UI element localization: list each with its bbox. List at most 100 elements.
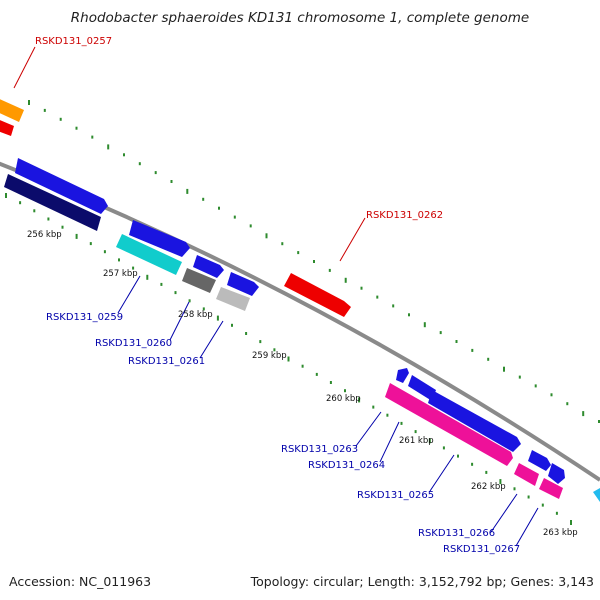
tick-mark — [513, 487, 516, 491]
gene-label-0260[interactable]: RSKD131_0260 — [95, 338, 172, 349]
callout-line-0264 — [379, 421, 400, 463]
gene-label-0263[interactable]: RSKD131_0263 — [281, 444, 358, 455]
tick-mark — [59, 117, 62, 121]
tick-mark — [358, 397, 361, 403]
tick-mark — [527, 495, 530, 499]
callout-line-0262 — [339, 217, 366, 262]
tick-mark — [75, 126, 78, 130]
gene-rskd131-0266[interactable] — [514, 450, 551, 486]
tick-mark — [372, 405, 375, 409]
tick-mark — [297, 251, 300, 255]
kbp-label-258: 258 kbp — [178, 310, 213, 320]
kbp-label-256: 256 kbp — [27, 230, 62, 240]
gene-0258-forward-block[interactable] — [4, 158, 108, 231]
tick-mark — [598, 420, 600, 423]
tick-mark — [485, 470, 488, 474]
tick-mark — [344, 277, 347, 283]
tick-mark — [28, 100, 30, 105]
gene-label-0259[interactable]: RSKD131_0259 — [46, 312, 123, 323]
tick-mark — [287, 356, 290, 362]
gene-rskd131-0264[interactable] — [428, 390, 521, 452]
tick-mark — [534, 384, 537, 388]
tick-mark — [328, 268, 331, 272]
tick-mark — [259, 340, 262, 344]
tick-mark — [376, 295, 379, 299]
tick-mark — [75, 233, 78, 239]
tick-mark — [582, 411, 585, 417]
tick-mark — [329, 381, 332, 384]
tick-mark — [392, 304, 395, 308]
gene-label-0262[interactable]: RSKD131_0262 — [366, 210, 443, 221]
gene-rskd131-0262[interactable] — [284, 273, 351, 317]
tick-mark — [423, 322, 426, 328]
tick-mark — [118, 258, 120, 262]
tick-mark — [315, 372, 318, 376]
map-title: Rhodobacter sphaeroides KD131 chromosome… — [70, 10, 530, 26]
gene-label-0267[interactable]: RSKD131_0267 — [443, 544, 520, 555]
kbp-label-262: 262 kbp — [471, 482, 506, 492]
kbp-label-259: 259 kbp — [252, 351, 287, 361]
tick-mark — [555, 511, 558, 515]
gene-label-0265[interactable]: RSKD131_0265 — [357, 490, 434, 501]
kbp-label-257: 257 kbp — [103, 269, 138, 279]
tick-mark — [428, 438, 431, 444]
tick-mark — [265, 233, 268, 239]
callout-line-0267 — [515, 507, 539, 547]
tick-mark — [107, 144, 110, 150]
tick-mark — [245, 332, 248, 335]
tick-mark — [518, 375, 521, 379]
gene-labels: RSKD131_0257 RSKD131_0259 RSKD131_0260 R… — [35, 36, 520, 555]
tick-mark — [186, 188, 189, 194]
tick-mark — [89, 242, 92, 246]
callout-line-0265 — [429, 454, 455, 492]
tick-mark — [170, 180, 173, 183]
tick-mark — [439, 331, 442, 335]
callout-line-0259 — [117, 275, 141, 314]
topology-text: Topology: circular; Length: 3,152,792 bp… — [250, 574, 594, 589]
gene-rskd131-0263[interactable] — [396, 368, 436, 401]
tick-mark — [123, 153, 125, 157]
tick-mark — [47, 217, 50, 221]
tick-mark — [301, 364, 304, 368]
gene-rskd131-0259[interactable] — [116, 220, 190, 275]
gene-label-0257[interactable]: RSKD131_0257 — [35, 36, 112, 47]
tick-mark — [344, 389, 346, 393]
tick-mark — [231, 323, 233, 327]
callout-line-0263 — [355, 411, 382, 447]
tick-mark — [457, 454, 459, 458]
accession-text: Accession: NC_011963 — [9, 574, 152, 589]
tick-mark — [188, 299, 191, 303]
gene-rskd131-0261[interactable] — [216, 272, 259, 311]
gene-rskd131-0260[interactable] — [182, 255, 224, 293]
kbp-label-260: 260 kbp — [326, 394, 361, 404]
callout-line-0266 — [490, 493, 518, 533]
tick-mark — [414, 430, 417, 434]
callout-line-0261 — [199, 320, 224, 359]
tick-mark — [386, 413, 389, 417]
tick-mark — [218, 206, 220, 210]
gene-label-0266[interactable]: RSKD131_0266 — [418, 528, 495, 539]
gene-label-0261[interactable]: RSKD131_0261 — [128, 356, 205, 367]
tick-mark — [61, 225, 64, 229]
tick-mark — [174, 291, 177, 295]
tick-mark — [19, 201, 22, 205]
tick-mark — [442, 446, 445, 450]
gene-label-0264[interactable]: RSKD131_0264 — [308, 460, 385, 471]
tick-mark — [471, 462, 474, 466]
tick-mark — [43, 108, 46, 112]
tick-mark — [400, 421, 403, 425]
callout-lines — [13, 46, 539, 547]
kbp-label-261: 261 kbp — [399, 436, 434, 446]
tick-mark — [132, 266, 135, 270]
tick-mark — [281, 242, 284, 246]
tick-mark — [146, 274, 149, 280]
gene-rskd131-0267[interactable] — [539, 463, 600, 502]
tick-mark — [91, 135, 94, 139]
tick-mark — [455, 340, 458, 343]
gene-rskd131-0257[interactable] — [0, 97, 24, 136]
tick-mark — [471, 348, 474, 352]
tick-mark — [160, 282, 163, 286]
gene-rskd131-0265[interactable] — [385, 383, 513, 466]
callout-line-0260 — [169, 301, 190, 341]
